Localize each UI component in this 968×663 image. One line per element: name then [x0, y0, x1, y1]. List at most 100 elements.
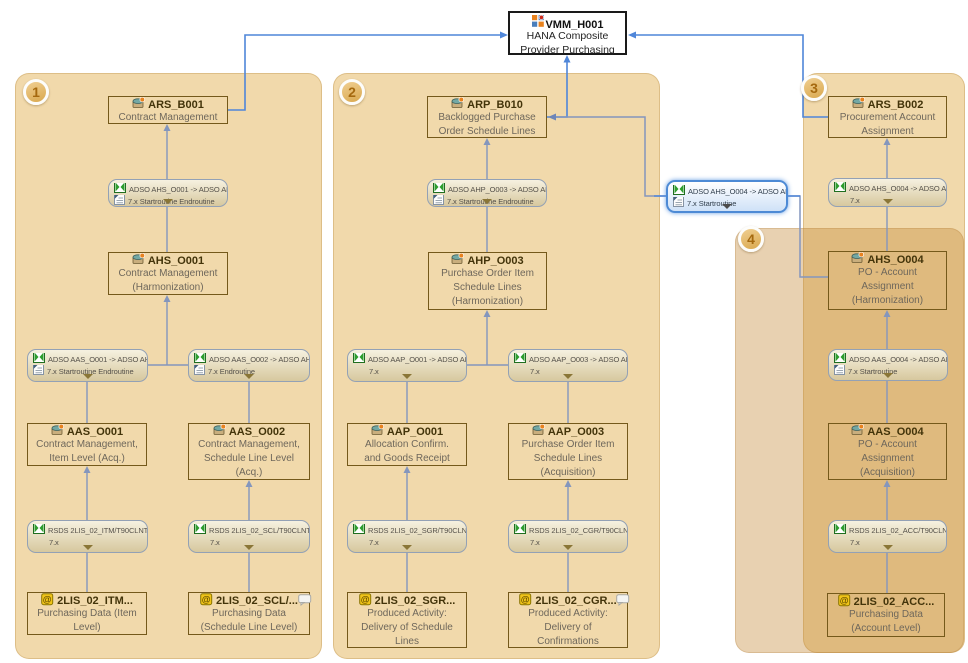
- routine-icon: [673, 197, 684, 209]
- node-datasource-2lis-02-cgr[interactable]: 2LIS_02_CGR... Produced Activity: Delive…: [508, 592, 630, 648]
- node-arp-b010[interactable]: ARP_B010 Backlogged Purchase Order Sched…: [427, 96, 547, 138]
- transformation-ahs-o001-to-ars-b001[interactable]: ADSO AHS_O001 -> ADSO AR... 7.x Startrou…: [108, 179, 228, 207]
- transformation-aap-o001-to-ahp-o003[interactable]: ADSO AAP_O001 -> ADSO AH... 7.x: [347, 349, 467, 382]
- transformation-icon: [114, 183, 126, 195]
- node-title: 2LIS_02_CGR...: [535, 595, 617, 607]
- transformation-anchor: [563, 545, 573, 550]
- node-aas-o001[interactable]: AAS_O001 Contract Management, Item Level…: [27, 423, 147, 466]
- transformation-ahp-o003-to-arp-b010[interactable]: ADSO AHP_O003 -> ADSO AR... 7.x Startrou…: [427, 179, 547, 207]
- transformation-rsds-acc[interactable]: RSDS 2LIS_02_ACC/T90CLNT0... 7.x: [828, 520, 947, 553]
- node-subtitle: Backlogged Purchase: [438, 112, 536, 123]
- node-subtitle: Order Schedule Lines: [438, 126, 536, 137]
- transformation-detail: 7.x Startroutine: [687, 198, 737, 208]
- transformation-name: ADSO AHS_O004 -> ADSO AR...: [849, 183, 946, 193]
- node-datasource-2lis-02-acc[interactable]: 2LIS_02_ACC... Purchasing Data (Account …: [827, 593, 945, 637]
- node-ahp-o003[interactable]: AHP_O003 Purchase Order Item Schedule Li…: [428, 252, 547, 310]
- transformation-detail: 7.x: [210, 537, 220, 547]
- node-title: AHS_O001: [147, 255, 205, 267]
- node-title: 2LIS_02_SGR...: [374, 595, 456, 607]
- node-subtitle: (Schedule Line Level): [200, 622, 298, 633]
- node-subtitle: (Harmonization): [451, 296, 524, 307]
- transformation-icon: [514, 353, 526, 365]
- transformation-name: ADSO AHS_O001 -> ADSO AR...: [129, 184, 227, 194]
- edge-ars-b002-to-vmm: [635, 34, 828, 118]
- node-subtitle: Delivery of Schedule: [361, 622, 453, 633]
- node-subtitle: Purchasing Data: [212, 608, 286, 619]
- node-ahs-o001[interactable]: AHS_O001 Contract Management (Harmonizat…: [108, 252, 228, 295]
- transformation-anchor: [82, 374, 93, 379]
- transformation-detail: 7.x: [530, 537, 540, 547]
- transformation-aas-o002-to-ahs-o001[interactable]: ADSO AAS_O002 -> ADSO AH... 7.x Endrouti…: [188, 349, 310, 382]
- transformation-name: ADSO AHS_O004 -> ADSO AR...: [688, 186, 786, 196]
- node-title: 2LIS_02_ACC...: [853, 596, 935, 608]
- node-subtitle: Contract Management,: [36, 439, 138, 450]
- node-subtitle: and Goods Receipt: [364, 453, 450, 464]
- node-title: AAS_O001: [66, 426, 124, 438]
- transformation-name: ADSO AAS_O002 -> ADSO AH...: [209, 354, 309, 364]
- arrowhead-into-vmm-right: [628, 31, 636, 39]
- transformation-rsds-scl[interactable]: RSDS 2LIS_02_SCL/T90CLNT0... 7.x: [188, 520, 310, 553]
- node-subtitle: Allocation Confirm.: [365, 439, 449, 450]
- routine-icon: [33, 365, 44, 377]
- transformation-name: RSDS 2LIS_02_ITM/T90CLNT0...: [48, 525, 147, 535]
- transformation-icon: [834, 182, 846, 194]
- transformation-detail: 7.x: [369, 366, 379, 376]
- transformation-rsds-sgr[interactable]: RSDS 2LIS_02_SGR/T90CLNT0... 7.x: [347, 520, 467, 553]
- transformation-ahs-o004-to-arp-b010-selected[interactable]: ADSO AHS_O004 -> ADSO AR... 7.x Startrou…: [666, 180, 788, 213]
- transformation-icon: [673, 185, 685, 197]
- transformation-detail: 7.x Endroutine: [208, 366, 255, 376]
- transformation-rsds-itm[interactable]: RSDS 2LIS_02_ITM/T90CLNT0... 7.x: [27, 520, 148, 553]
- node-aap-o001[interactable]: AAP_O001 Allocation Confirm. and Goods R…: [347, 423, 467, 466]
- group-4-container: [735, 228, 964, 653]
- routine-icon: [834, 365, 845, 377]
- node-title: VMM_H001: [545, 19, 604, 31]
- node-datasource-2lis-02-scl[interactable]: 2LIS_02_SCL/... Purchasing Data (Schedul…: [188, 592, 312, 635]
- transformation-aap-o003-to-ahp-o003[interactable]: ADSO AAP_O003 -> ADSO AH... 7.x: [508, 349, 628, 382]
- node-subtitle: Purchase Order Item: [441, 268, 534, 279]
- routine-icon: [433, 195, 444, 206]
- node-title: 2LIS_02_SCL/...: [216, 595, 298, 607]
- node-vmm-h001[interactable]: VMM_H001 HANA Composite Provider Purchas…: [508, 11, 627, 56]
- node-ars-b002[interactable]: ARS_B002 Procurement Account Assignment: [828, 96, 947, 138]
- transformation-name: RSDS 2LIS_02_CGR/T90CLNT0...: [529, 525, 627, 535]
- transformation-anchor: [563, 374, 573, 379]
- node-title: AAP_O001: [386, 426, 444, 438]
- node-subtitle: Assignment: [861, 453, 914, 464]
- transformation-aas-o001-to-ahs-o001[interactable]: ADSO AAS_O001 -> ADSO AH... 7.x Startrou…: [27, 349, 148, 382]
- node-subtitle: Contract Management: [118, 112, 218, 123]
- transformation-anchor: [244, 374, 254, 379]
- node-aap-o003[interactable]: AAP_O003 Purchase Order Item Schedule Li…: [508, 423, 628, 480]
- transformation-aas-o004-to-ahs-o004[interactable]: ADSO AAS_O004 -> ADSO AH... 7.x Startrou…: [828, 349, 948, 381]
- node-subtitle: (Acquisition): [540, 467, 596, 478]
- node-aas-o002[interactable]: AAS_O002 Contract Management, Schedule L…: [188, 423, 310, 480]
- transformation-icon: [514, 524, 526, 536]
- node-title: AAS_O004: [867, 426, 924, 438]
- node-title: 2LIS_02_ITM...: [57, 595, 133, 607]
- node-datasource-2lis-02-sgr[interactable]: 2LIS_02_SGR... Produced Activity: Delive…: [347, 592, 467, 648]
- transformation-name: ADSO AAP_O003 -> ADSO AH...: [529, 354, 627, 364]
- transformation-anchor: [482, 199, 492, 204]
- routine-icon: [194, 365, 205, 377]
- node-subtitle: Level): [73, 622, 101, 633]
- node-aas-o004[interactable]: AAS_O004 PO - Account Assignment (Acquis…: [828, 423, 947, 480]
- node-subtitle: Procurement Account: [839, 112, 936, 123]
- node-subtitle: Purchasing Data: [849, 609, 923, 620]
- transformation-ahs-o004-to-ars-b002[interactable]: ADSO AHS_O004 -> ADSO AR... 7.x: [828, 178, 947, 207]
- group-4-badge: 4: [738, 226, 764, 252]
- node-subtitle: Schedule Lines: [453, 282, 522, 293]
- transformation-rsds-cgr[interactable]: RSDS 2LIS_02_CGR/T90CLNT0... 7.x: [508, 520, 628, 553]
- transformation-anchor: [82, 545, 93, 550]
- node-ars-b001[interactable]: ARS_B001 Contract Management: [108, 96, 228, 124]
- routine-icon: [114, 195, 125, 206]
- transformation-detail: 7.x: [369, 537, 379, 547]
- node-ahs-o004[interactable]: AHS_O004 PO - Account Assignment (Harmon…: [828, 251, 947, 310]
- node-subtitle: (Acq.): [235, 467, 263, 478]
- transformation-anchor: [883, 373, 893, 378]
- node-datasource-2lis-02-itm[interactable]: 2LIS_02_ITM... Purchasing Data (Item Lev…: [27, 592, 147, 635]
- node-subtitle: Produced Activity:: [367, 608, 447, 619]
- transformation-name: ADSO AAS_O004 -> ADSO AH...: [849, 354, 947, 364]
- node-title: ARP_B010: [467, 99, 523, 111]
- node-subtitle: Delivery of: [544, 622, 592, 633]
- transformation-detail: 7.x: [850, 537, 860, 547]
